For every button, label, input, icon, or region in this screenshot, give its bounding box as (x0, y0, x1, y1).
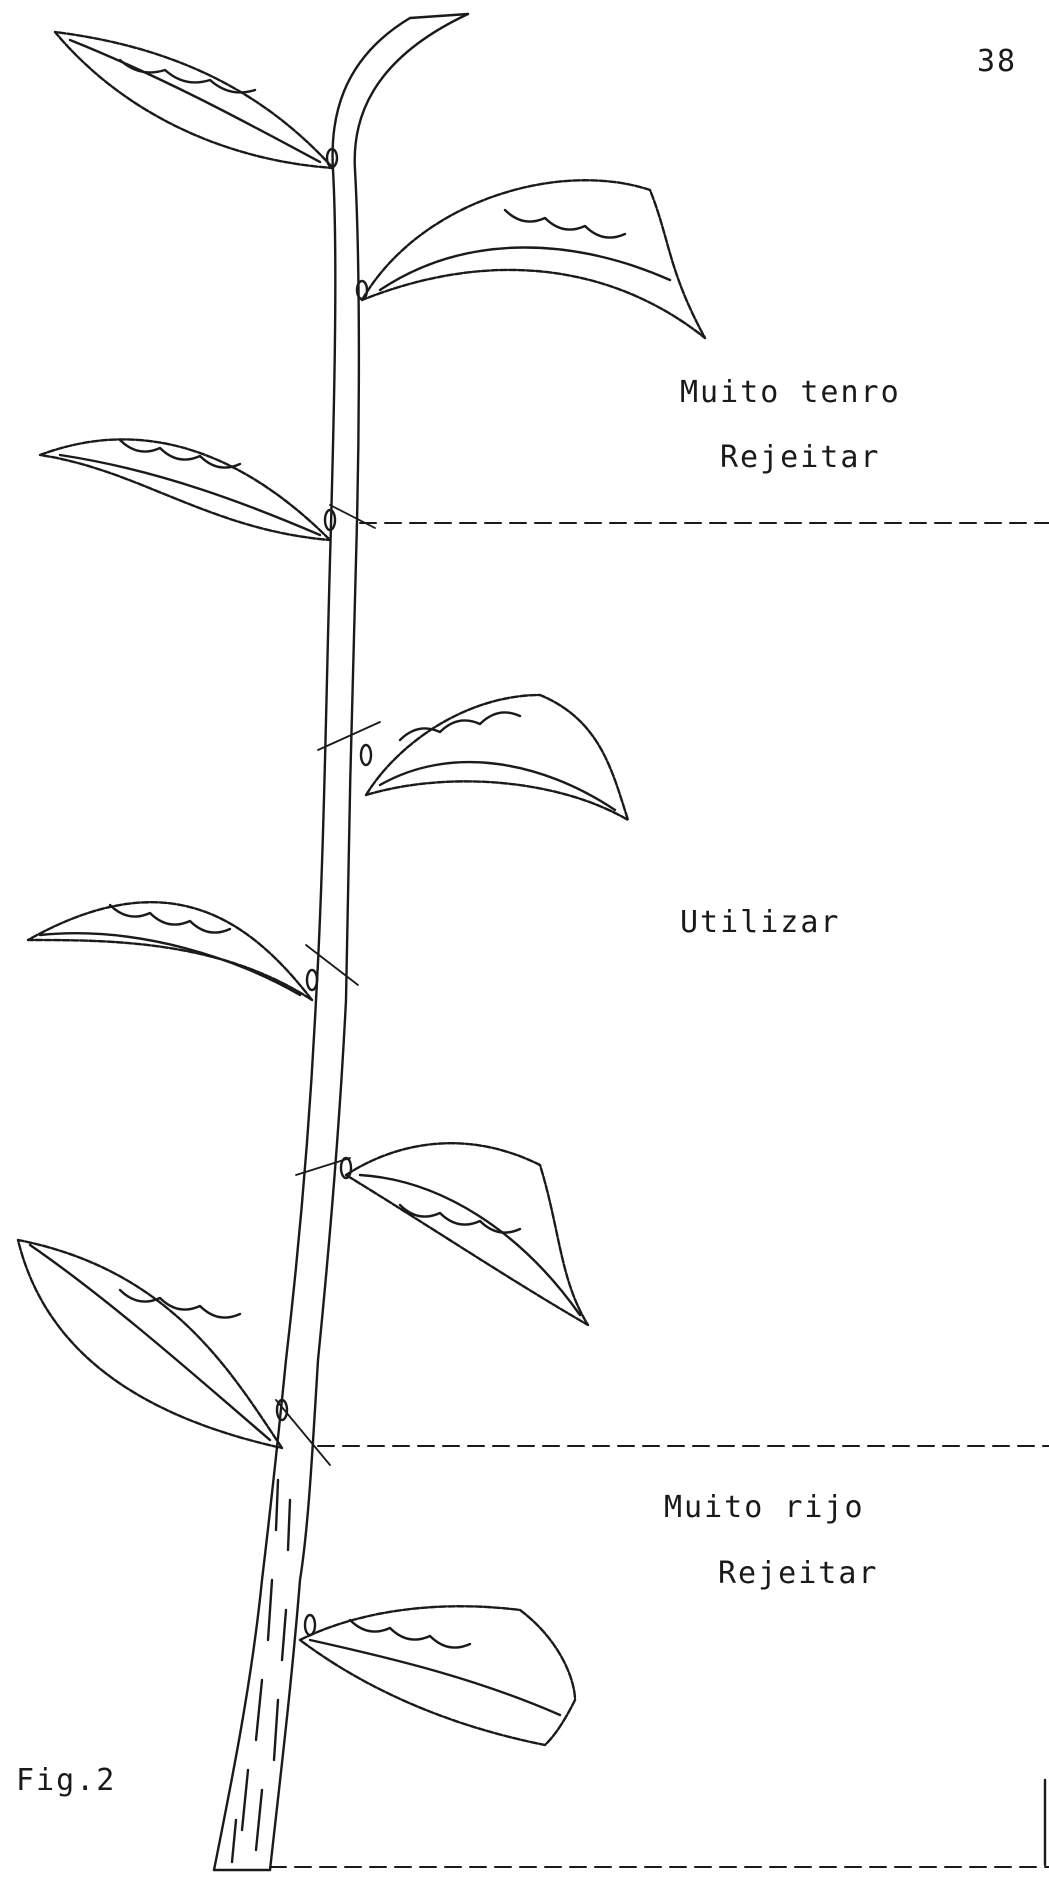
figure-label: Fig.2 (16, 1763, 116, 1798)
bud-icons (277, 149, 371, 1635)
zone-bottom-label: Muito rijo (664, 1490, 865, 1525)
leaf-icon (18, 1240, 282, 1448)
zone-bottom-action: Rejeitar (718, 1556, 879, 1591)
zone-top-action: Rejeitar (720, 440, 881, 475)
zone-middle-label: Utilizar (680, 905, 841, 940)
stem-icon (214, 14, 468, 1870)
leaf-icon (40, 439, 330, 540)
leaf-icon (366, 695, 628, 820)
zone-top-label: Muito tenro (680, 375, 901, 410)
leaf-icon (55, 32, 333, 168)
page-number: 38 (977, 44, 1017, 79)
leaf-icon (28, 902, 312, 1000)
leaf-icon (300, 1606, 575, 1745)
dashed-divider (270, 523, 1049, 1867)
leaf-icon (362, 180, 705, 338)
leaf-icon (346, 1143, 588, 1325)
